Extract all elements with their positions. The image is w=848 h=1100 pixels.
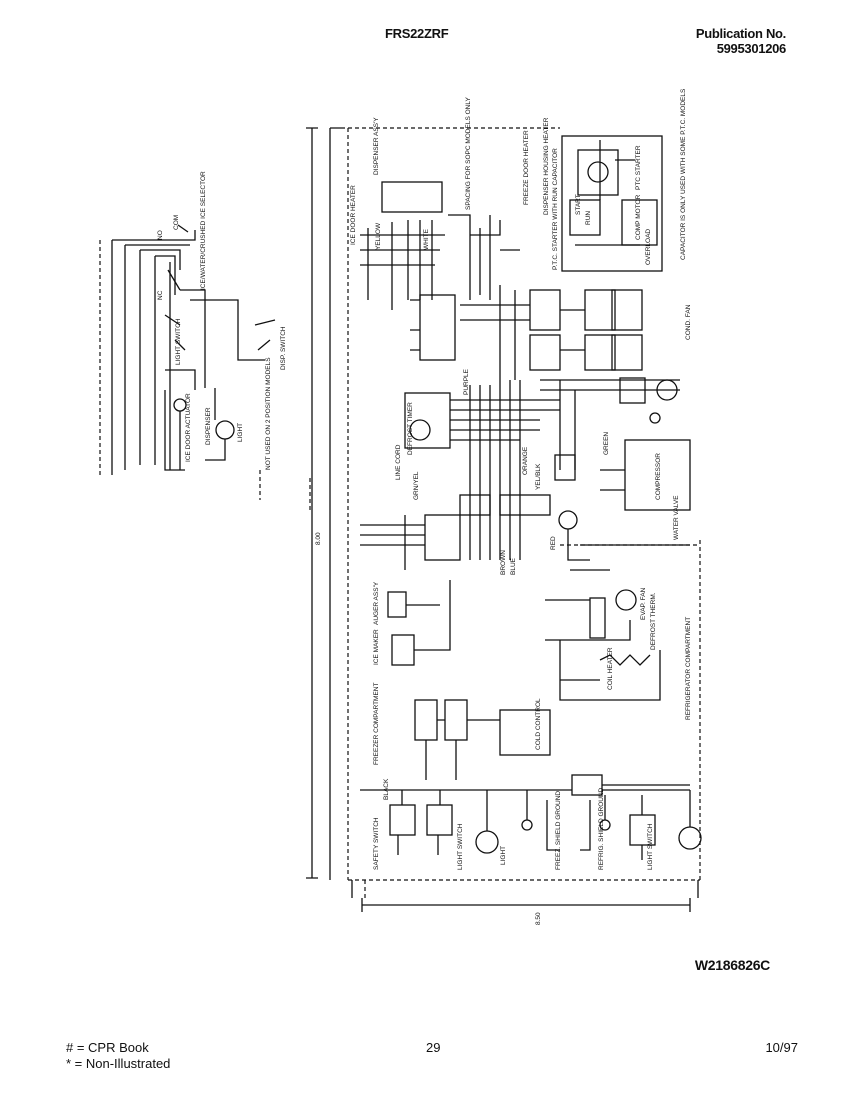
label-dispenser-light: DISPENSER (205, 407, 212, 445)
label-dim-horizontal: 8.50 (535, 912, 542, 925)
label-disp-switch: DISP. SWITCH (280, 326, 287, 370)
label-contact-no: NO (157, 230, 164, 240)
label-spacing-models: SPACING FOR SOPC MODELS ONLY (465, 97, 472, 210)
label-contact-nc: NC (157, 290, 164, 300)
drawing-code: W2186826C (694, 957, 770, 973)
label-wire-yellow: YELLOW (375, 222, 382, 250)
diagram-dashed-lines (99, 127, 701, 898)
label-safety-switch: SAFETY SWITCH (373, 817, 380, 870)
label-wire-white: WHITE (423, 228, 430, 250)
label-ice-maker: ICE MAKER (373, 629, 380, 665)
label-compressor: COMPRESSOR (655, 453, 662, 500)
label-start: START (575, 194, 582, 215)
label-ice-door-actuator: ICE DOOR ACTUATOR (185, 393, 192, 462)
label-refrig-ground: REFRIG. SHIELD GROUND (598, 787, 605, 870)
label-wire-purple: PURPLE (463, 368, 470, 395)
label-freeze-door-heater: FREEZE DOOR HEATER (523, 130, 530, 205)
label-solid-state-starter: P.T.C. STARTER WITH RUN CAPACITOR (552, 148, 559, 270)
label-light-switch-bottom: LIGHT SWITCH (457, 823, 464, 870)
label-water-valve: WATER VALVE (673, 495, 680, 540)
label-wire-black: BLACK (383, 778, 390, 800)
label-coil-heater: COIL HEATER (607, 647, 614, 690)
label-dispenser-assy: DISPENSER ASS'Y (373, 117, 380, 175)
label-wire-green: GREEN (603, 432, 610, 455)
label-wire-brown: BROWN (500, 550, 507, 575)
label-capacitor-note: CAPACITOR IS ONLY USED WITH SOME P.T.C. … (680, 88, 687, 260)
label-ice-door-heater: ICE DOOR HEATER (350, 185, 357, 245)
label-wire-grn-yel: GRN/YEL (413, 471, 420, 500)
label-dim-vertical: 8.00 (315, 532, 322, 545)
label-freezer-compartment: FREEZER COMPARTMENT (373, 683, 380, 765)
label-freezer-ground: FREEZ. SHIELD GROUND (555, 791, 562, 870)
diagram-lines (111, 127, 702, 912)
label-overload: OVERLOAD (645, 229, 652, 265)
legend-non-illustrated: * = Non-Illustrated (66, 1056, 171, 1071)
label-wire-orange: ORANGE (522, 446, 529, 475)
model-number: FRS22ZRF (385, 26, 449, 41)
label-defrost-thermostat: DEFROST THERM. (650, 592, 657, 650)
label-light: LIGHT (237, 423, 244, 442)
label-light-bottom: LIGHT (500, 846, 507, 865)
label-run: RUN (585, 211, 592, 225)
label-contact-com: COM (173, 215, 180, 230)
label-not-used-note: NOT USED ON 2 POSITION MODELS (265, 357, 272, 470)
label-ice-water-selector: ICE/WATER/CRUSHED ICE SELECTOR (200, 171, 207, 290)
label-auger-motor: AUGER ASS'Y (373, 581, 380, 625)
label-light-switch: LIGHT SWITCH (175, 318, 182, 365)
publication-date: 10/97 (765, 1040, 798, 1055)
label-wire-blue: BLUE (510, 557, 517, 575)
page-number: 29 (426, 1040, 441, 1055)
label-ptc-starter: PTC STARTER (635, 145, 642, 190)
label-comp-motor: COMP MOTOR (635, 194, 642, 240)
label-refrigerator-compartment: REFRIGERATOR COMPARTMENT (685, 617, 692, 720)
label-evap-fan: EVAP. FAN (640, 587, 647, 620)
label-cond-fan: COND. FAN (685, 304, 692, 340)
legend-cpr-book: # = CPR Book (66, 1040, 149, 1055)
label-dispenser-housing-heater: DISPENSER HOUSING HEATER (543, 117, 550, 215)
label-defrost-timer: DEFROST TIMER (407, 402, 414, 455)
label-cold-control: COLD CONTROL (535, 698, 542, 750)
label-light-switch-right: LIGHT SWITCH (647, 823, 654, 870)
label-line-cord: LINE CORD (395, 444, 402, 480)
publication-number: 5995301206 (716, 41, 787, 56)
label-wire-red: RED (550, 536, 557, 550)
label-wire-yel-blk: YEL/BLK (535, 463, 542, 490)
publication-label: Publication No. (695, 26, 786, 41)
